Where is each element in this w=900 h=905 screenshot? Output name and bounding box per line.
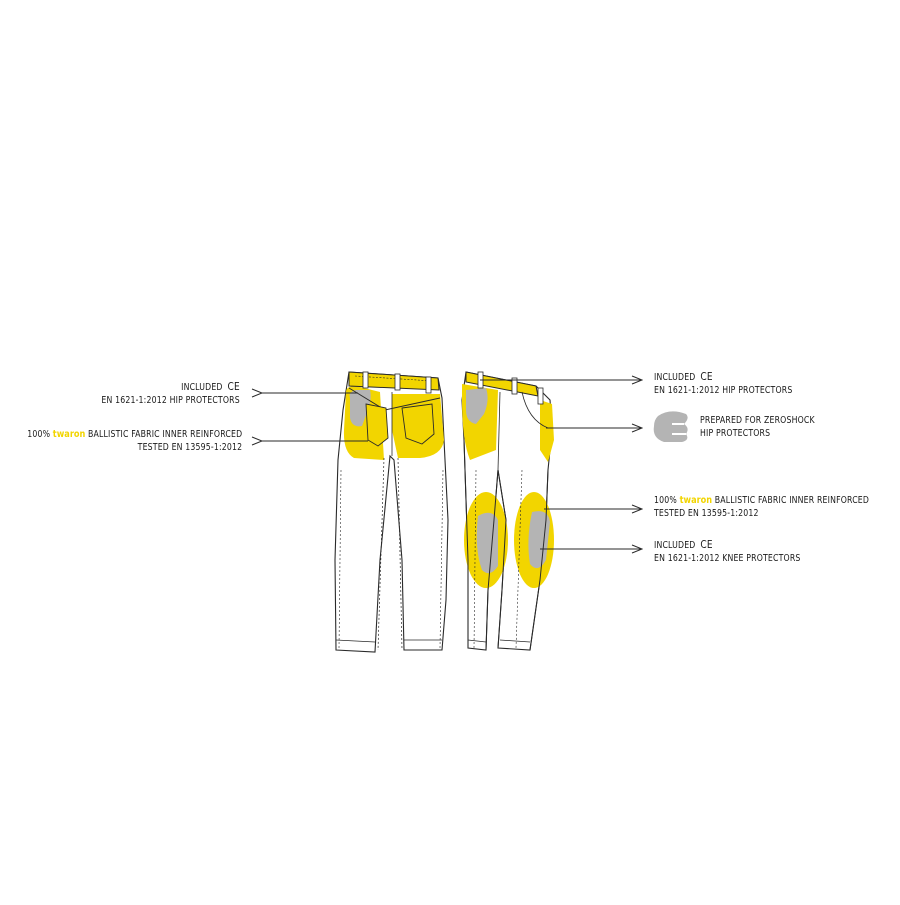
- ce-mark: CE: [700, 370, 713, 383]
- ce-mark: CE: [700, 538, 713, 551]
- callout-right-hip: INCLUDED CE EN 1621-1:2012 HIP PROTECTORS: [654, 370, 792, 397]
- callout-arrows: [262, 380, 642, 549]
- callout-left-fabric-line2: TESTED EN 13595-1:2012: [137, 442, 242, 453]
- twaron-logo: twaron: [52, 429, 86, 440]
- callout-left-hip-line1: INCLUDED: [181, 382, 223, 393]
- callout-right-knee: INCLUDED CE EN 1621-1:2012 KNEE PROTECTOR…: [654, 538, 801, 565]
- ce-mark: CE: [227, 380, 240, 393]
- callout-left-fabric: 100% twaron BALLISTIC FABRIC INNER REINF…: [27, 428, 242, 454]
- callout-left-hip: INCLUDED CE EN 1621-1:2012 HIP PROTECTORS: [102, 380, 240, 407]
- zeroshock-hip-protector-icon: [653, 411, 688, 442]
- callout-left-fabric-prefix: 100%: [26, 429, 50, 440]
- callout-left-hip-line2: EN 1621-1:2012 HIP PROTECTORS: [101, 395, 240, 406]
- callout-left-fabric-line1: BALLISTIC FABRIC INNER REINFORCED: [87, 429, 242, 440]
- callout-right-fabric-prefix: 100%: [654, 495, 677, 506]
- callout-right-fabric-line1: BALLISTIC FABRIC INNER REINFORCED: [714, 495, 870, 506]
- callout-right-knee-line2: EN 1621-1:2012 KNEE PROTECTORS: [654, 553, 801, 564]
- front-hip-reinforcement: [540, 400, 554, 462]
- callout-right-fabric-line2: TESTED EN 13595-1:2012: [654, 508, 759, 519]
- back-view-pants: [334, 371, 449, 653]
- callout-right-zeroshock: PREPARED FOR ZEROSHOCK HIP PROTECTORS: [700, 414, 815, 440]
- callout-right-zeroshock-line2: HIP PROTECTORS: [700, 428, 771, 439]
- side-view-pants: [461, 371, 554, 651]
- callout-right-fabric: 100% twaron BALLISTIC FABRIC INNER REINF…: [654, 494, 869, 520]
- back-hip-protector: [349, 390, 371, 427]
- callout-right-knee-line1: INCLUDED: [654, 540, 696, 551]
- left-knee-protector: [476, 512, 498, 574]
- side-hip-protector: [466, 388, 488, 424]
- callout-right-hip-line1: INCLUDED: [654, 372, 696, 383]
- right-knee-protector: [528, 511, 550, 569]
- callout-right-zeroshock-line1: PREPARED FOR ZEROSHOCK: [700, 415, 815, 426]
- callout-right-hip-line2: EN 1621-1:2012 HIP PROTECTORS: [654, 385, 793, 396]
- twaron-logo: twaron: [679, 495, 713, 506]
